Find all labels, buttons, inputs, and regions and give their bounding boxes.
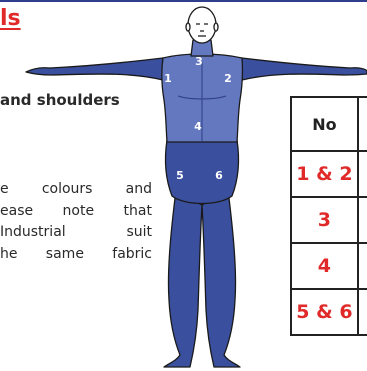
zone-number-cell: 3 (291, 197, 358, 243)
table-cell (358, 151, 367, 197)
table-cell (358, 289, 367, 335)
right-leg (202, 190, 240, 367)
zone-number-cell: 1 & 2 (291, 151, 358, 197)
left-leg (164, 190, 202, 367)
zone-number-cell: 4 (291, 243, 358, 289)
table-cell (358, 197, 367, 243)
zone-table: No 1 & 2 3 4 5 & 6 (290, 96, 367, 336)
right-arm (242, 58, 367, 80)
table-header-cell: No (291, 97, 358, 151)
zone-number-cell: 5 & 6 (291, 289, 358, 335)
table-cell (358, 243, 367, 289)
left-arm (26, 58, 163, 80)
table-header-cell (358, 97, 367, 151)
zone-label: 5 (176, 169, 184, 182)
zone-label: 6 (215, 169, 223, 182)
table-row: 1 & 2 (291, 151, 367, 197)
zone-label: 4 (194, 120, 202, 133)
table-row: 3 (291, 197, 367, 243)
zone-label: 3 (195, 55, 203, 68)
table-row: 5 & 6 (291, 289, 367, 335)
head-icon (186, 7, 218, 43)
zone-label: 2 (224, 72, 232, 85)
table-row: 4 (291, 243, 367, 289)
zone-label: 1 (164, 72, 172, 85)
table-header-row: No (291, 97, 367, 151)
